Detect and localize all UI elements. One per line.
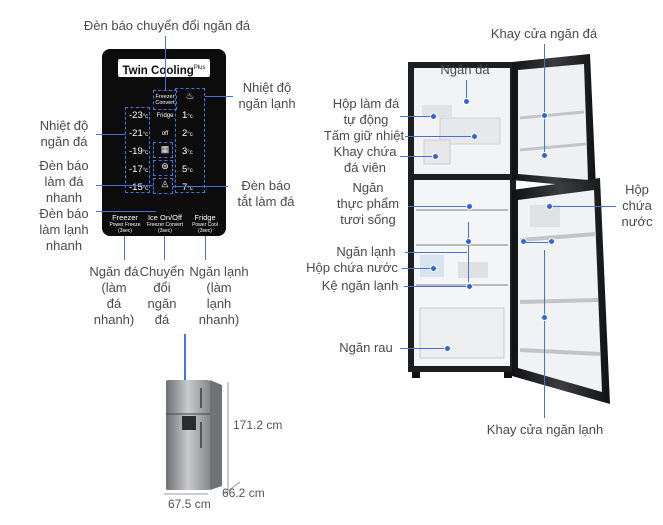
leader-line: [544, 44, 545, 156]
freezer-door-tray-dot: [541, 112, 548, 119]
ice-off-icon: ◬: [161, 178, 169, 188]
vegetable-dot: [444, 345, 451, 352]
leader-line: [96, 211, 156, 212]
leader-line: [402, 268, 432, 269]
cold-plate-dot: [471, 133, 478, 140]
leader-line: [96, 134, 125, 135]
ice-maker-icon: ▦: [160, 144, 170, 154]
water-box-door-dot: [546, 203, 553, 210]
ice-highlight: [153, 142, 173, 158]
fridge-temp-icon: ♨: [185, 91, 195, 102]
label-fridge-door-tray: Khay cửa ngăn lạnh: [486, 422, 604, 437]
leader-line: [96, 185, 153, 186]
leader-line: [405, 252, 467, 253]
label-freezer-door-tray: Khay cửa ngăn đá: [490, 26, 598, 41]
fridge-door-dot: [548, 238, 555, 245]
ice-tray-dot: [432, 153, 439, 160]
freezer-temp-4: -17°c: [129, 164, 149, 175]
fridge-dot: [465, 238, 472, 245]
freezer-temp-2: -21°c: [129, 128, 149, 139]
leader-line: [408, 206, 468, 207]
fridge-temp-4: 5°c: [182, 164, 193, 175]
fridge-temp-1: 1°c: [182, 110, 193, 121]
leader-line: [400, 116, 432, 117]
leader-line: [165, 36, 166, 90]
fridge-mode-indicator: Fridge: [156, 113, 174, 119]
width-dimension: 67.5 cm: [168, 497, 211, 511]
panel-brand: Twin CoolingPlus: [118, 59, 210, 77]
leader-line: [124, 236, 125, 260]
open-fridge-illustration: [408, 54, 610, 404]
fridge-dimension-drawing: [164, 380, 241, 495]
leader-line: [205, 96, 233, 97]
freezer-temp-1: -23°c: [129, 110, 149, 121]
height-dimension: 171.2 cm: [233, 418, 283, 432]
leader-line: [544, 250, 545, 418]
freezer-temp-3: -19°c: [129, 146, 149, 157]
freezer-dot: [463, 98, 470, 105]
fridge-temp-3: 3°c: [182, 146, 193, 157]
freezer-temp-highlight: [125, 107, 150, 193]
label-freezer: Ngăn đá: [440, 62, 490, 77]
leader-line: [400, 348, 446, 349]
leader-line: [548, 206, 616, 207]
label-fridge-shelf: Kệ ngăn lạnh: [321, 278, 399, 293]
depth-dimension: 66.2 cm: [222, 486, 265, 500]
leader-line: [404, 286, 468, 287]
freezer-door-tray-dot: [541, 152, 548, 159]
leader-line: [164, 236, 165, 260]
cool-highlight: [153, 160, 173, 176]
label-vegetable: Ngăn rau: [339, 340, 393, 355]
leader-line: [173, 186, 228, 187]
fridge-shelf-dot: [466, 283, 473, 290]
fridge-door-tray-dot: [541, 314, 548, 321]
fridge-door-dot: [520, 238, 527, 245]
convert-highlight: [153, 90, 177, 110]
label-cold-plate: Tấm giữ nhiệt: [323, 128, 405, 143]
fridge-temp-5: 7°c: [182, 182, 193, 193]
fridge-temp-highlight: [175, 88, 205, 193]
label-water-box: Hộp chứa nước: [306, 260, 398, 275]
fridge-temp-2: 2°c: [182, 128, 193, 139]
leader-line: [468, 222, 469, 282]
leader-line: [400, 156, 434, 157]
power-freeze-icon: ⊛: [161, 161, 169, 171]
freezer-temp-5: -15°c: [129, 182, 149, 193]
off-mode-indicator: off: [161, 131, 169, 137]
leader-line: [466, 80, 467, 100]
water-box-dot: [430, 265, 437, 272]
leader-line: [205, 236, 206, 260]
auto-ice-dot: [430, 113, 437, 120]
leader-line: [523, 242, 551, 243]
leader-line: [184, 334, 186, 382]
label-fridge: Ngăn lạnh: [336, 244, 396, 259]
label-convert-indicator: Đèn báo chuyển đổi ngăn đá: [83, 18, 251, 33]
leader-line: [405, 136, 473, 137]
control-panel: Twin CoolingPlus -23°c -21°c -19°c -17°c…: [102, 49, 226, 236]
ice-off-highlight: [153, 178, 173, 194]
fresh-food-dot: [466, 203, 473, 210]
